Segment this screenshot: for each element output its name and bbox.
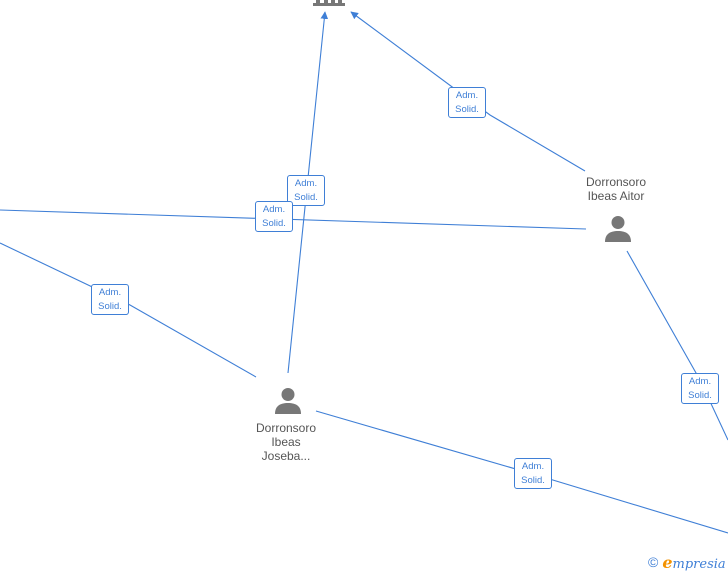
relation-label-line1: Adm. xyxy=(688,376,712,387)
brand-rest: mpresia xyxy=(672,556,726,572)
brand-watermark: © empresia xyxy=(648,552,728,572)
person-label-line: Dorronsoro xyxy=(585,175,647,189)
relation-label-line2: Solid. xyxy=(294,192,318,203)
relation-label-line1: Adm. xyxy=(455,90,479,101)
relation-label[interactable]: Adm. Solid. xyxy=(448,87,486,118)
relation-label[interactable]: Adm. Solid. xyxy=(681,373,719,404)
relation-label[interactable]: Adm. Solid. xyxy=(91,284,129,315)
copyright-icon: © xyxy=(648,554,659,570)
relation-label[interactable]: Adm. Solid. xyxy=(255,201,293,232)
relation-label-line2: Solid. xyxy=(521,475,545,486)
person-icon[interactable] xyxy=(603,213,633,243)
relation-label-line2: Solid. xyxy=(98,301,122,312)
relation-label-line1: Adm. xyxy=(521,461,545,472)
person-label-line: Ibeas xyxy=(271,435,301,449)
person-label-aitor[interactable]: Dorronsoro Ibeas Aitor xyxy=(576,175,656,203)
person-label-joseba[interactable]: Dorronsoro Ibeas Joseba... xyxy=(246,421,326,463)
edge-joseba-left xyxy=(0,242,257,378)
person-label-line: Ibeas Aitor xyxy=(587,189,645,203)
relation-label-line1: Adm. xyxy=(294,178,318,189)
relation-label-line2: Solid. xyxy=(455,104,479,115)
relation-label-line2: Solid. xyxy=(688,390,712,401)
edge-aitor-bottom-right xyxy=(626,250,728,441)
relation-label[interactable]: Adm. Solid. xyxy=(287,175,325,206)
relation-label-line1: Adm. xyxy=(262,204,286,215)
person-label-line: Dorronsoro xyxy=(255,421,317,435)
building-icon[interactable] xyxy=(313,0,345,6)
brand-name: empresia xyxy=(662,553,725,572)
edge-aitor-company xyxy=(350,11,586,172)
brand-initial: e xyxy=(662,552,673,572)
relation-label[interactable]: Adm. Solid. xyxy=(514,458,552,489)
person-label-line: Joseba... xyxy=(261,449,311,463)
edge-aitor-left xyxy=(0,209,587,230)
person-icon[interactable] xyxy=(273,385,303,415)
relation-label-line1: Adm. xyxy=(98,287,122,298)
relation-label-line2: Solid. xyxy=(262,218,286,229)
